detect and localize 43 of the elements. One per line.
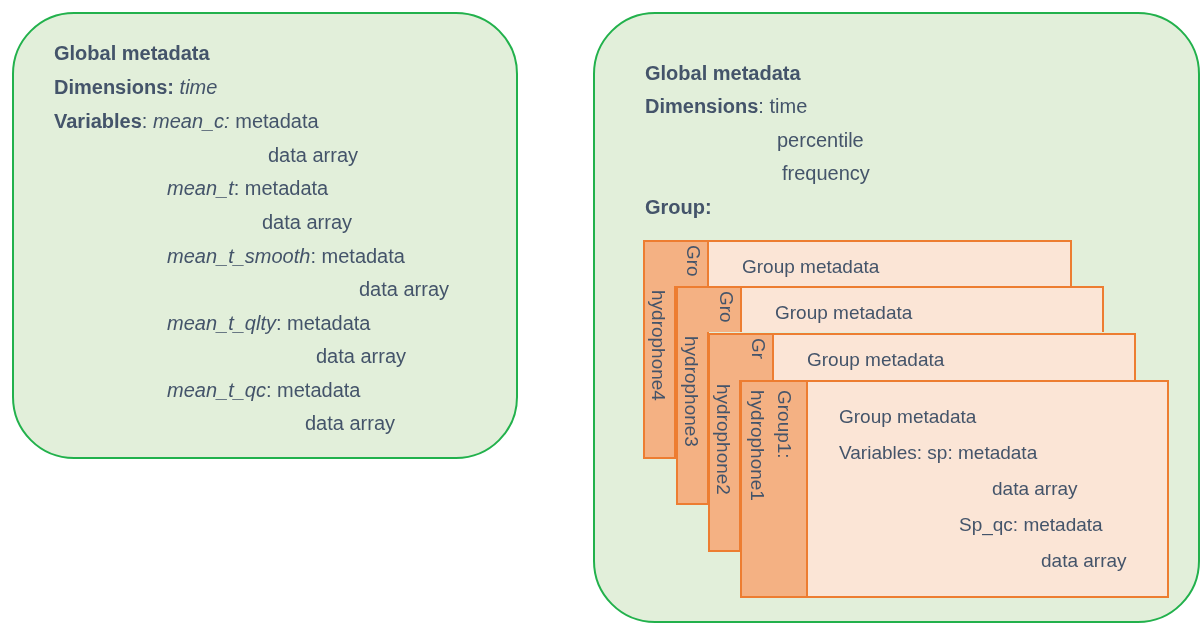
group-card bbox=[676, 286, 1104, 332]
tab-label: hydrophone3 bbox=[680, 336, 703, 447]
tab-label: Gro bbox=[714, 291, 737, 323]
text-line: data array bbox=[992, 478, 1078, 501]
text-line: mean_t_smooth: metadata bbox=[167, 244, 405, 268]
text-line: Group metadata bbox=[742, 256, 880, 279]
group-label-tab bbox=[643, 286, 676, 459]
text-line: Sp_qc: metadata bbox=[959, 514, 1103, 537]
group-label-tab bbox=[708, 380, 741, 552]
text-line: mean_t: metadata bbox=[167, 176, 329, 200]
group-label-tab bbox=[740, 380, 808, 598]
text-line: Variables: sp: metadata bbox=[839, 442, 1038, 465]
tab-label: Group1: bbox=[773, 390, 796, 459]
text-line: data array bbox=[305, 411, 396, 435]
text-line: Variables: mean_c: metadata bbox=[54, 109, 319, 133]
text-line: Group: bbox=[645, 195, 712, 219]
group-card bbox=[740, 380, 1169, 598]
text-line: mean_t_qc: metadata bbox=[167, 378, 361, 402]
group-card bbox=[643, 240, 1072, 286]
file-structure-panel bbox=[12, 12, 518, 459]
text-line: data array bbox=[1041, 550, 1127, 573]
text-line: Dimensions: time bbox=[54, 75, 218, 99]
text-line: Group metadata bbox=[775, 302, 913, 325]
tab-label: Gro bbox=[681, 245, 704, 277]
text-line: percentile bbox=[777, 128, 864, 152]
group-card bbox=[708, 333, 1136, 380]
text-line: data array bbox=[359, 277, 450, 301]
text-line: data array bbox=[316, 344, 407, 368]
text-line: Dimensions: time bbox=[645, 94, 808, 118]
tab-label: Gr bbox=[746, 338, 769, 360]
text-line: Group metadata bbox=[807, 349, 945, 372]
text-line: mean_t_qlty: metadata bbox=[167, 311, 371, 335]
tab-label: hydrophone1 bbox=[746, 390, 769, 501]
tab-label: hydrophone2 bbox=[712, 384, 735, 495]
text-line: Group metadata bbox=[839, 406, 977, 429]
text-line: Global metadata bbox=[54, 41, 210, 65]
file-structure-panel bbox=[593, 12, 1200, 623]
tab-label: hydrophone4 bbox=[647, 290, 670, 401]
text-line: data array bbox=[268, 143, 359, 167]
text-line: data array bbox=[262, 210, 353, 234]
text-line: Global metadata bbox=[645, 61, 801, 85]
text-line: frequency bbox=[782, 161, 870, 185]
group-label-tab bbox=[676, 332, 709, 505]
